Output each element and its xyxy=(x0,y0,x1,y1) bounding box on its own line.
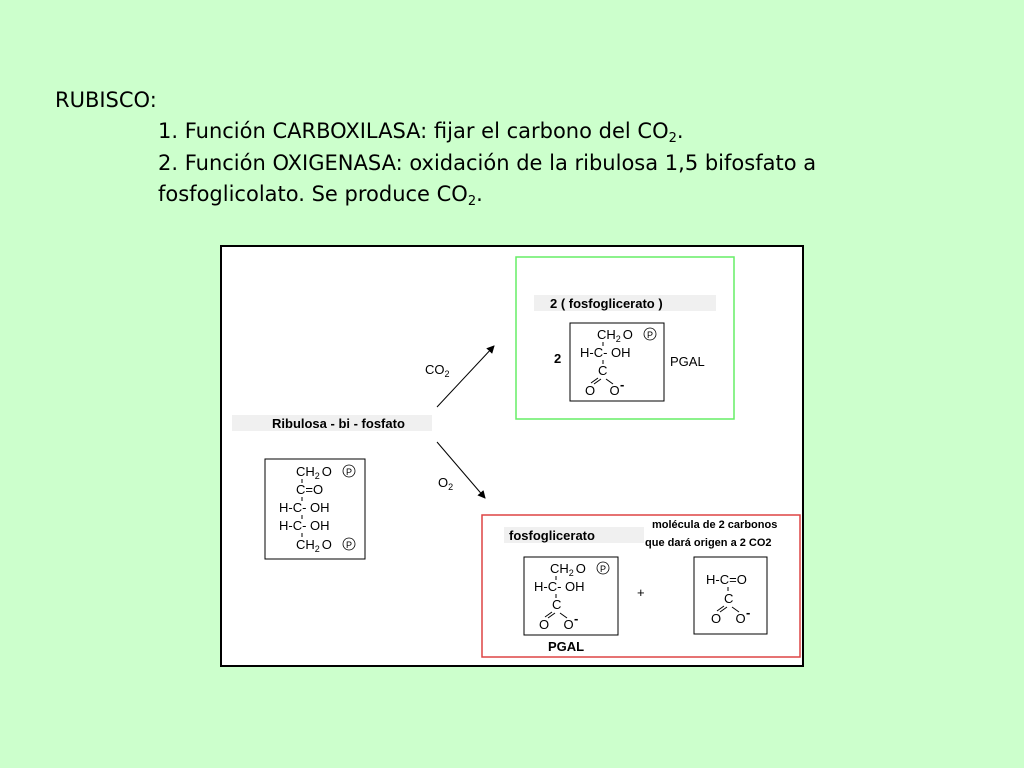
glycolate-row-carboxylate: O O xyxy=(711,611,746,626)
two-carbon-note-line1: molécula de 2 carbonos xyxy=(652,519,777,531)
phosphate-symbol: P xyxy=(647,330,653,340)
pga2-row-c: C xyxy=(552,597,561,612)
pga2-row-carboxylate: O O xyxy=(539,617,574,632)
plus-sign: + xyxy=(637,585,645,600)
phosphate-icon xyxy=(342,537,356,551)
pga2-row-choh: H-C- OH xyxy=(534,579,585,594)
phosphate-icon xyxy=(596,561,610,575)
glycolate-structure: H-C=O C O O - xyxy=(706,572,750,626)
bond xyxy=(544,611,553,618)
bond xyxy=(731,606,740,613)
charge-minus: - xyxy=(574,611,578,626)
co2-label: CO2 xyxy=(425,362,450,379)
carboxylase-item: 1. Función CARBOXILASA: fijar el carbono… xyxy=(158,119,684,146)
bond xyxy=(559,612,568,619)
bond xyxy=(605,378,614,385)
stoichiometric-coefficient: 2 xyxy=(554,351,561,366)
carboxylase-product-box xyxy=(515,256,735,420)
charge-minus: - xyxy=(746,605,750,620)
bond xyxy=(593,378,602,385)
pga-structure-box xyxy=(569,322,665,402)
substrate-label: Ribulosa - bi - fosfato xyxy=(272,416,405,431)
substrate-row-keto: C=O xyxy=(296,482,323,497)
substrate-label-band xyxy=(232,415,432,431)
slide-text: RUBISCO: 1. Función CARBOXILASA: fijar e… xyxy=(0,0,1024,240)
charge-minus: - xyxy=(620,377,624,392)
carboxylase-title-band xyxy=(534,295,716,311)
oxygenase-arrow xyxy=(436,441,486,499)
o2-label: O2 xyxy=(438,475,453,492)
pga-row-carboxylate: O O xyxy=(585,383,620,398)
phosphate-icon xyxy=(643,327,657,341)
substrate-row-choh-2: H-C- OH xyxy=(279,518,330,533)
oxygenase-title-band xyxy=(504,527,644,543)
pgal-label-bottom: PGAL xyxy=(548,639,584,654)
phosphate-symbol: P xyxy=(346,467,352,477)
glycolate-row-c: C xyxy=(724,591,733,606)
bond xyxy=(547,612,556,619)
slide-heading: RUBISCO: xyxy=(55,88,157,112)
bond xyxy=(716,605,725,612)
substrate-row-choh-1: H-C- OH xyxy=(279,500,330,515)
two-carbon-note-line2: que dará origen a 2 CO2 xyxy=(645,537,772,549)
pga-row-choh: H-C- OH xyxy=(580,345,631,360)
bond xyxy=(719,606,728,613)
pga-row-c: C xyxy=(598,363,607,378)
phosphate-icon xyxy=(342,464,356,478)
oxygenase-item-line2: fosfoglicolato. Se produce CO2. xyxy=(158,182,483,209)
carboxylase-arrow xyxy=(436,345,495,408)
substrate-structure-box xyxy=(264,458,366,560)
glycolate-row-aldehyde: H-C=O xyxy=(706,572,747,587)
pga-structure-box-2 xyxy=(523,556,619,636)
glycolate-structure-box xyxy=(693,556,768,635)
bond xyxy=(590,377,599,384)
oxygenase-item-line1: 2. Función OXIGENASA: oxidación de la ri… xyxy=(158,151,817,175)
oxygenase-product-title: fosfoglicerato xyxy=(509,528,595,543)
phosphate-symbol: P xyxy=(600,564,606,574)
carboxylase-product-title: 2 ( fosfoglicerato ) xyxy=(550,296,663,311)
phosphate-symbol: P xyxy=(346,540,352,550)
pgal-label-top: PGAL xyxy=(670,354,705,369)
